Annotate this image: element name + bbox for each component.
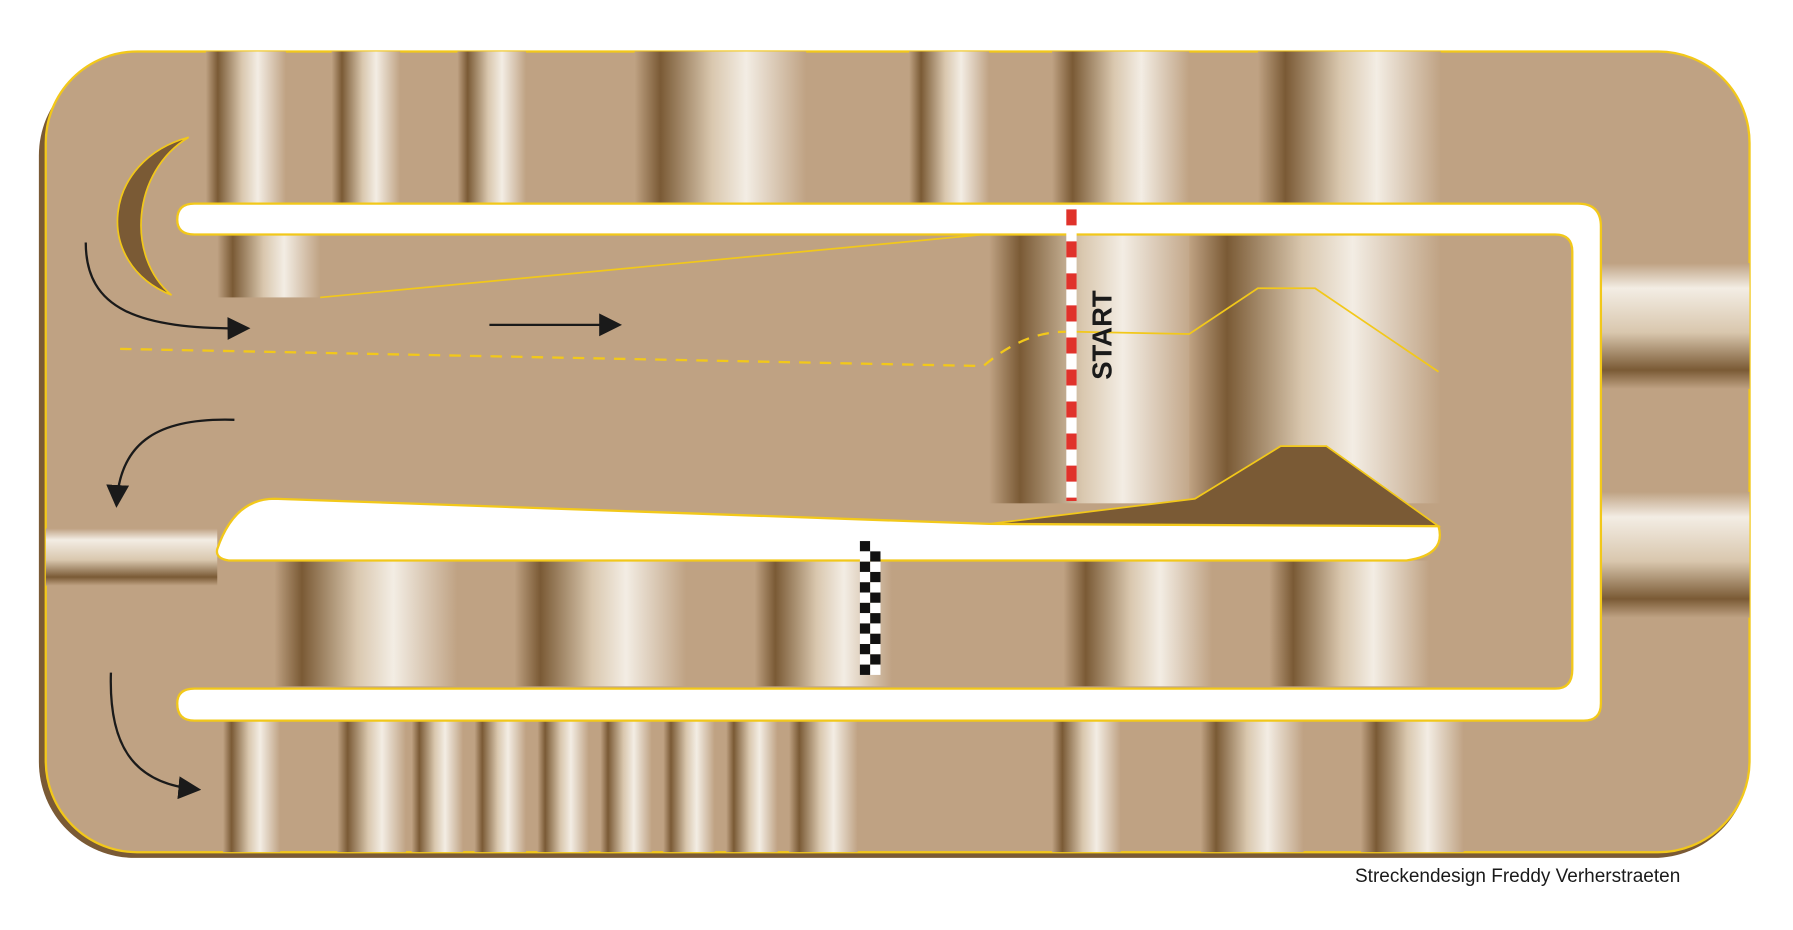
jump — [1052, 51, 1190, 206]
checker-square — [870, 561, 881, 572]
checker-square — [859, 582, 871, 593]
whoop — [474, 720, 527, 853]
whoop — [726, 720, 778, 853]
checker-square — [870, 613, 881, 624]
whoop — [600, 720, 652, 853]
direction-arrow — [106, 418, 235, 508]
jump — [331, 51, 401, 206]
checker-square — [859, 633, 871, 645]
checker-square — [859, 592, 871, 603]
checker-square — [870, 664, 881, 675]
whoop — [537, 720, 589, 853]
direction-arrow — [109, 672, 202, 800]
checker-square — [859, 613, 871, 624]
checker-square — [870, 582, 881, 593]
jump — [634, 51, 807, 206]
start-label: START — [1086, 290, 1117, 380]
checker-square — [870, 592, 881, 603]
checker-square — [859, 654, 871, 665]
jump — [909, 51, 990, 206]
jump — [1257, 51, 1441, 206]
jump — [1360, 720, 1464, 853]
track-surface — [44, 50, 1751, 854]
checker-square — [870, 602, 881, 614]
checker-square — [870, 623, 881, 634]
checker-square — [870, 654, 881, 665]
whoop — [663, 720, 715, 853]
checker-square — [859, 664, 871, 675]
jump — [274, 560, 458, 687]
jump — [1269, 560, 1430, 687]
checker-square — [870, 644, 881, 655]
jump — [1600, 263, 1750, 389]
checker-square — [870, 633, 881, 645]
checker-square — [859, 644, 871, 655]
jump — [1052, 720, 1121, 853]
checker-square — [870, 571, 881, 583]
jump — [1063, 560, 1213, 687]
checker-square — [870, 551, 881, 562]
jump — [457, 51, 527, 206]
jump — [514, 560, 687, 687]
infield-upper — [176, 202, 1603, 722]
start-lane-edge — [1074, 287, 1439, 373]
whoop — [411, 720, 464, 853]
checker-square — [859, 623, 871, 634]
berm — [116, 136, 190, 296]
direction-arrow — [84, 242, 251, 340]
jump — [989, 217, 1195, 504]
infield-middle — [215, 497, 1441, 562]
jump — [222, 720, 281, 853]
checker-square — [859, 561, 871, 572]
design-credit: Streckendesign Freddy Verherstraeten — [1355, 866, 1681, 887]
jump — [45, 528, 218, 586]
checker-square — [859, 551, 871, 562]
dashed-line — [120, 330, 1066, 368]
jump — [337, 720, 406, 853]
checker-square — [859, 602, 871, 614]
jump — [1600, 491, 1750, 618]
whoop — [789, 720, 858, 853]
checker-square — [859, 571, 871, 583]
jump — [205, 51, 286, 206]
finish-line-checkered — [859, 541, 881, 675]
checker-square — [859, 541, 871, 552]
jump — [1200, 720, 1304, 853]
checker-square — [870, 541, 881, 552]
lane-divider — [320, 233, 984, 299]
